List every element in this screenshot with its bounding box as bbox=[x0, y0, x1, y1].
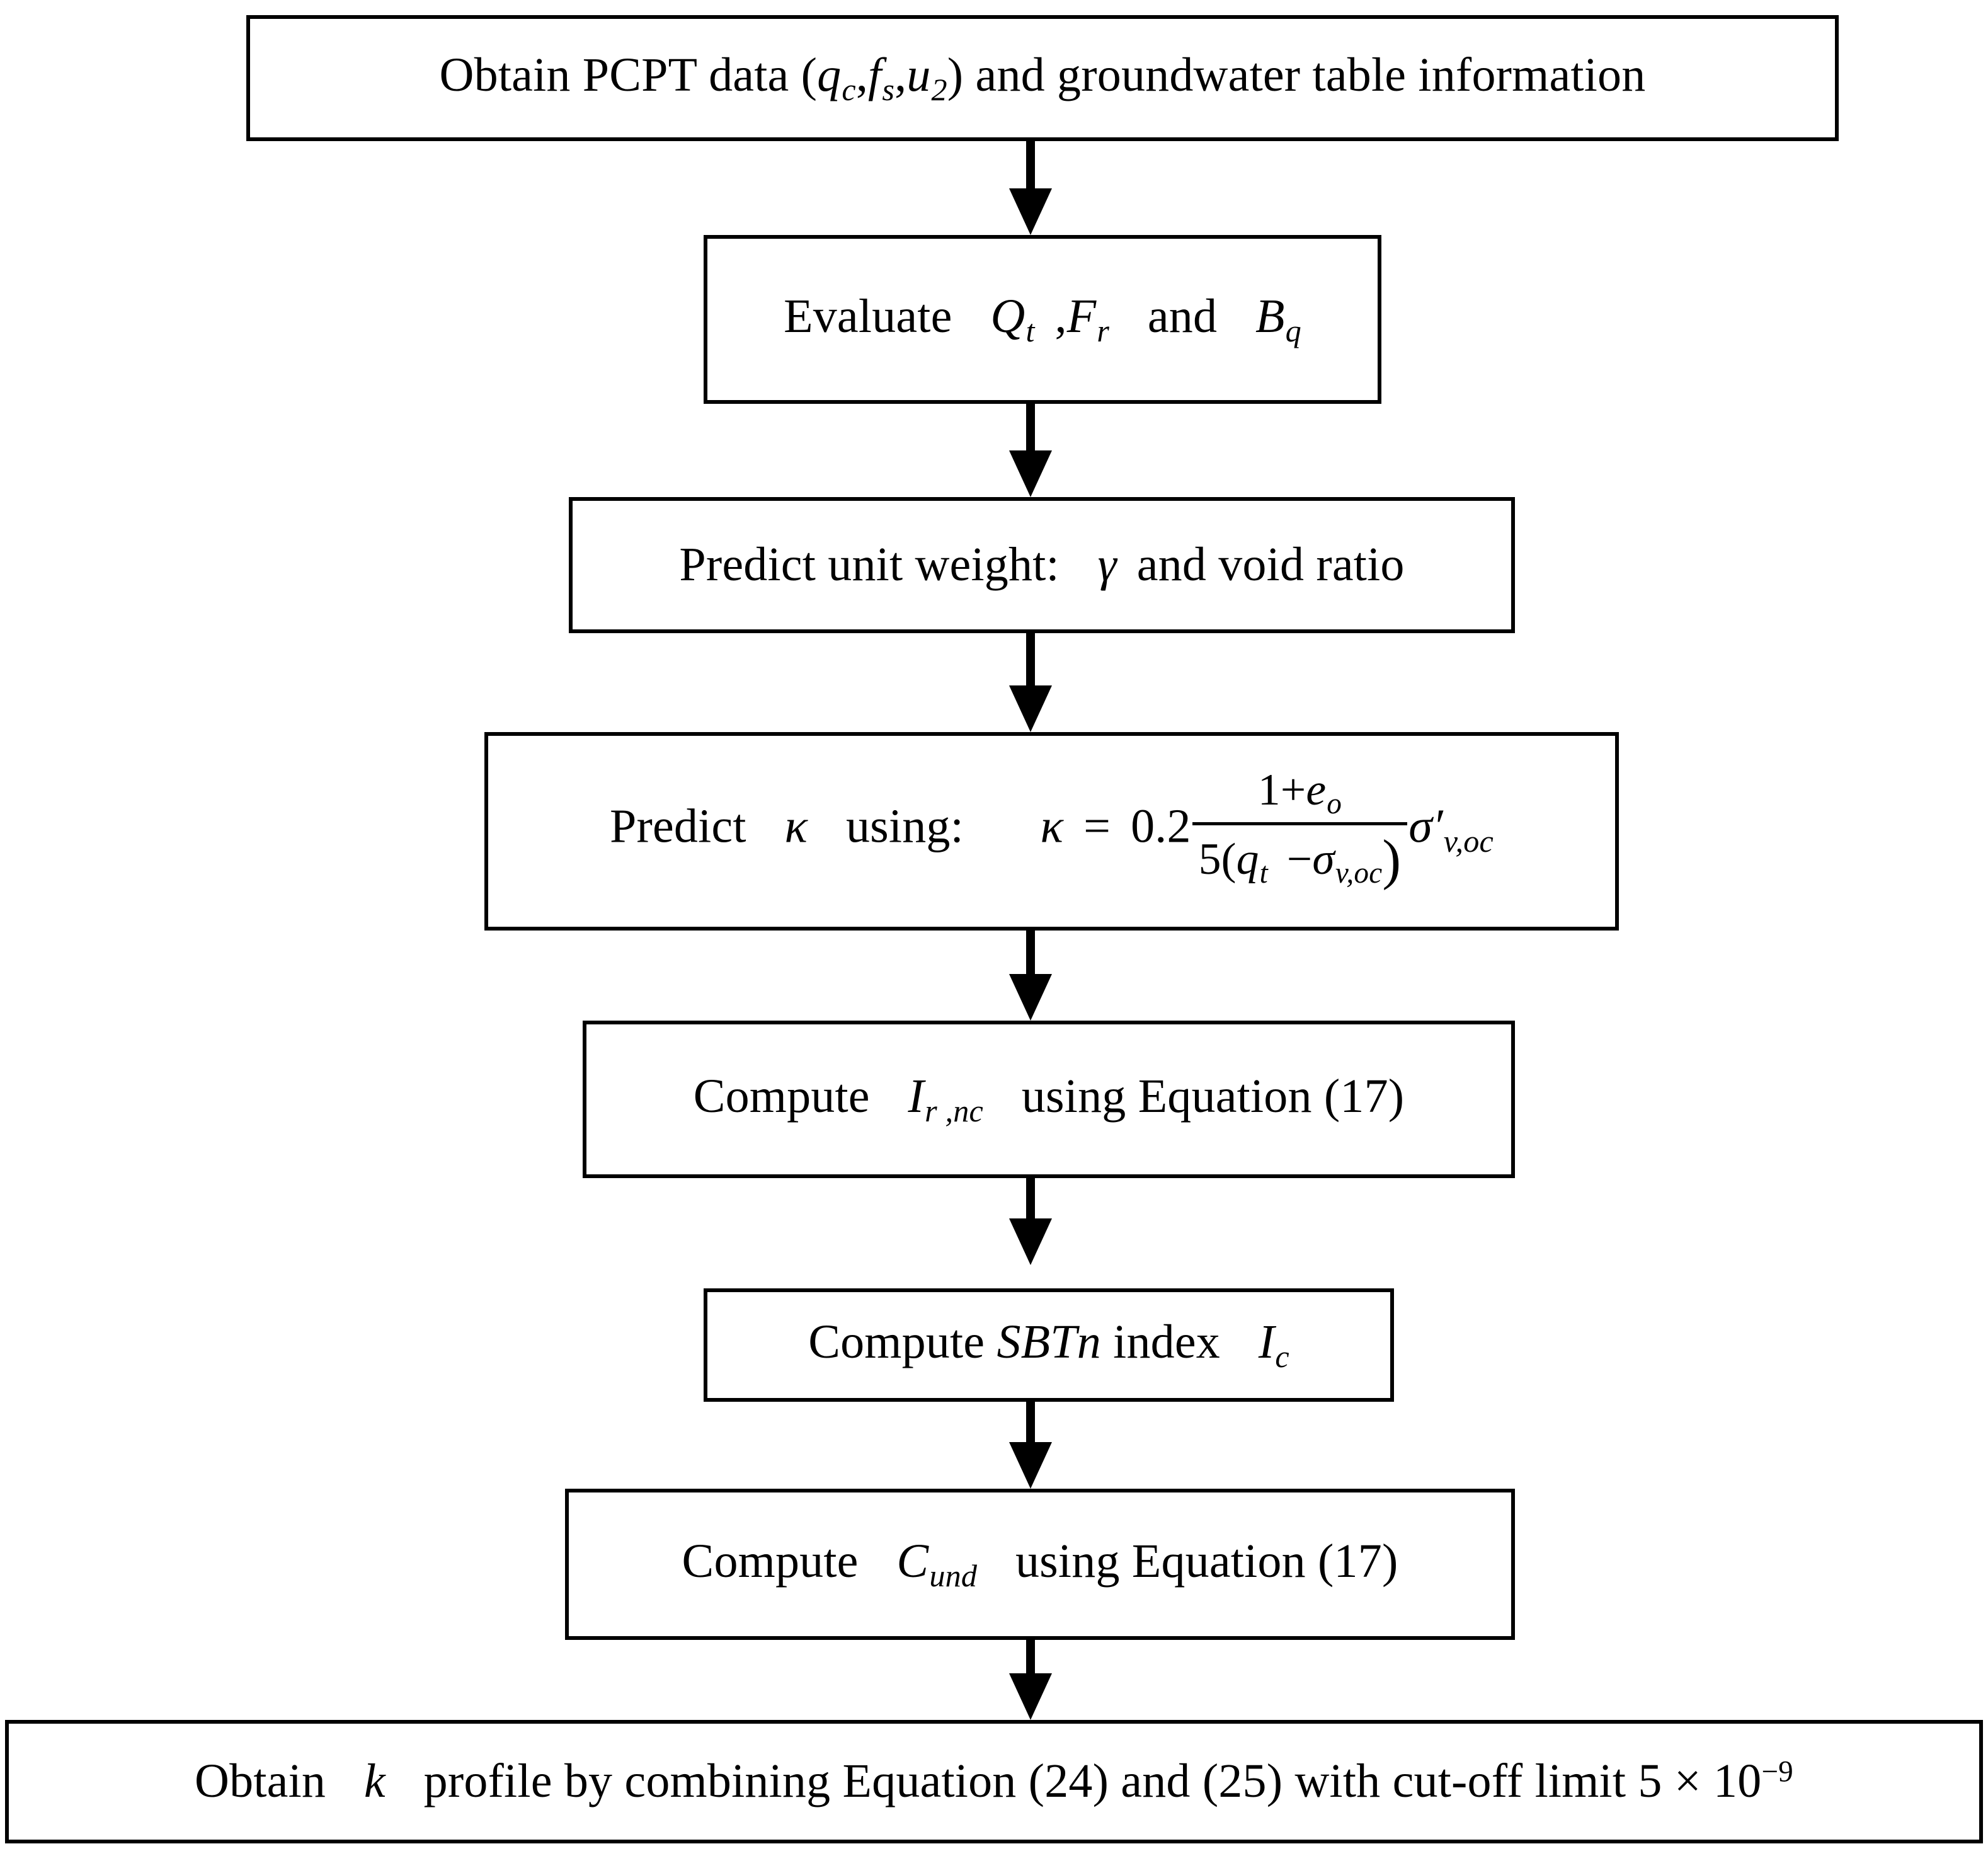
var-fs-sub: s bbox=[882, 72, 895, 108]
frac-den-var-qt-sub: t bbox=[1259, 857, 1268, 890]
eq-fraction-numerator: 1+eo bbox=[1192, 764, 1408, 826]
arrow-1-shaft bbox=[1026, 141, 1035, 190]
arrow-1 bbox=[1009, 141, 1052, 235]
text-lead: Predict bbox=[609, 799, 746, 853]
arrow-1-head bbox=[1009, 188, 1052, 235]
frac-den-var-sigma-sub: v,oc bbox=[1335, 857, 1383, 890]
var-bq: B bbox=[1255, 290, 1285, 343]
arrow-2-shaft bbox=[1026, 404, 1035, 452]
arrow-2 bbox=[1009, 404, 1052, 497]
eq-coefficient: 0.2 bbox=[1131, 799, 1191, 853]
node-compute-ir-nc-text: Compute Ir ,nc using Equation (17) bbox=[694, 1069, 1405, 1130]
frac-num-lead: 1+ bbox=[1257, 764, 1306, 815]
var-bq-sub: q bbox=[1285, 313, 1301, 349]
arrow-3-shaft bbox=[1026, 633, 1035, 687]
var-u2: u bbox=[906, 49, 931, 102]
text-lead: Predict unit weight: bbox=[679, 538, 1060, 592]
node-compute-sbtn-index-text: Compute SBTn index Ic bbox=[808, 1315, 1289, 1375]
var-ic-sub: c bbox=[1275, 1339, 1289, 1375]
term-sbtn: SBTn bbox=[997, 1315, 1101, 1369]
var-ir-nc-sub: r ,nc bbox=[925, 1093, 983, 1129]
arrow-3 bbox=[1009, 633, 1052, 732]
eq-equals-sign: = bbox=[1083, 799, 1111, 853]
frac-den-operator: − bbox=[1286, 834, 1313, 885]
text-tail: using Equation (17) bbox=[1015, 1535, 1398, 1588]
arrow-5 bbox=[1009, 1178, 1052, 1265]
text-lead: Obtain bbox=[195, 1755, 326, 1808]
var-fr-sub: r bbox=[1097, 313, 1110, 349]
var-qc: q bbox=[817, 49, 842, 102]
arrow-3-head bbox=[1009, 685, 1052, 732]
arrow-4-head bbox=[1009, 974, 1052, 1021]
text-mid: using: bbox=[845, 799, 964, 853]
text-tail: profile by combining Equation (24) and (… bbox=[423, 1755, 1762, 1808]
text-lead: Compute bbox=[693, 1070, 870, 1123]
var-cund-sub: und bbox=[929, 1558, 978, 1594]
var-qt: Q bbox=[990, 290, 1025, 343]
arrow-6-shaft bbox=[1026, 1402, 1035, 1444]
text-mid: and bbox=[1147, 290, 1218, 343]
var-u2-sub: 2 bbox=[931, 72, 947, 108]
symbol-kappa: κ bbox=[784, 799, 808, 853]
arrow-7 bbox=[1009, 1640, 1052, 1720]
arrow-7-head bbox=[1009, 1673, 1052, 1720]
var-qc-sub: c bbox=[842, 72, 856, 108]
node-compute-cund[interactable]: Compute Cund using Equation (17) bbox=[565, 1489, 1515, 1640]
frac-num-var-e: e bbox=[1306, 764, 1327, 815]
arrow-7-shaft bbox=[1026, 1640, 1035, 1675]
text-mid: index bbox=[1113, 1315, 1221, 1369]
arrow-2-head bbox=[1009, 450, 1052, 497]
var-fr: F bbox=[1066, 290, 1097, 343]
text-lead: Evaluate bbox=[784, 290, 952, 343]
arrow-4-shaft bbox=[1026, 931, 1035, 976]
arrow-4 bbox=[1009, 931, 1052, 1021]
eq-rhs-sigma-prime: σ′ bbox=[1408, 799, 1443, 853]
node-compute-ir-nc[interactable]: Compute Ir ,nc using Equation (17) bbox=[583, 1021, 1515, 1178]
node-predict-unit-weight[interactable]: Predict unit weight: γ and void ratio bbox=[569, 497, 1515, 633]
arrow-5-shaft bbox=[1026, 1178, 1035, 1220]
node-predict-unit-weight-text: Predict unit weight: γ and void ratio bbox=[679, 537, 1404, 592]
text-tail: ) and groundwater table information bbox=[947, 49, 1646, 102]
frac-den-var-qt: q bbox=[1236, 834, 1259, 885]
text-lead: Compute bbox=[682, 1535, 859, 1588]
text-tail: using Equation (17) bbox=[1021, 1070, 1405, 1123]
var-ir-nc: I bbox=[908, 1070, 925, 1123]
var-cund: C bbox=[896, 1535, 929, 1588]
var-ic: I bbox=[1258, 1315, 1275, 1369]
text-lead: Obtain PCPT data ( bbox=[439, 49, 818, 102]
arrow-5-head bbox=[1009, 1218, 1052, 1265]
frac-den-var-sigma: σ bbox=[1312, 834, 1335, 885]
frac-num-var-e-sub: o bbox=[1327, 788, 1342, 821]
text-lead: Compute bbox=[808, 1315, 985, 1369]
var-fs: f bbox=[868, 49, 882, 102]
node-obtain-pcpt-data-text: Obtain PCPT data (qc,fs,u2) and groundwa… bbox=[439, 49, 1646, 108]
node-compute-cund-text: Compute Cund using Equation (17) bbox=[682, 1534, 1398, 1595]
symbol-k: k bbox=[363, 1755, 386, 1808]
symbol-gamma: γ bbox=[1097, 538, 1117, 592]
eq-fraction-denominator: 5(qt−σv,oc) bbox=[1192, 825, 1408, 893]
node-compute-sbtn-index[interactable]: Compute SBTn index Ic bbox=[704, 1288, 1394, 1402]
text-tail: and void ratio bbox=[1136, 538, 1405, 592]
exponent-minus-nine: −9 bbox=[1761, 1755, 1793, 1789]
frac-den-close-paren: ) bbox=[1382, 828, 1402, 891]
node-obtain-pcpt-data[interactable]: Obtain PCPT data (qc,fs,u2) and groundwa… bbox=[246, 15, 1839, 141]
frac-den-lead: 5( bbox=[1198, 834, 1237, 885]
eq-lhs-kappa: κ bbox=[1040, 799, 1064, 853]
arrow-6-head bbox=[1009, 1442, 1052, 1489]
arrow-6 bbox=[1009, 1402, 1052, 1489]
var-qt-sub: t bbox=[1025, 313, 1035, 349]
eq-rhs-sigma-prime-sub: v,oc bbox=[1443, 823, 1494, 859]
